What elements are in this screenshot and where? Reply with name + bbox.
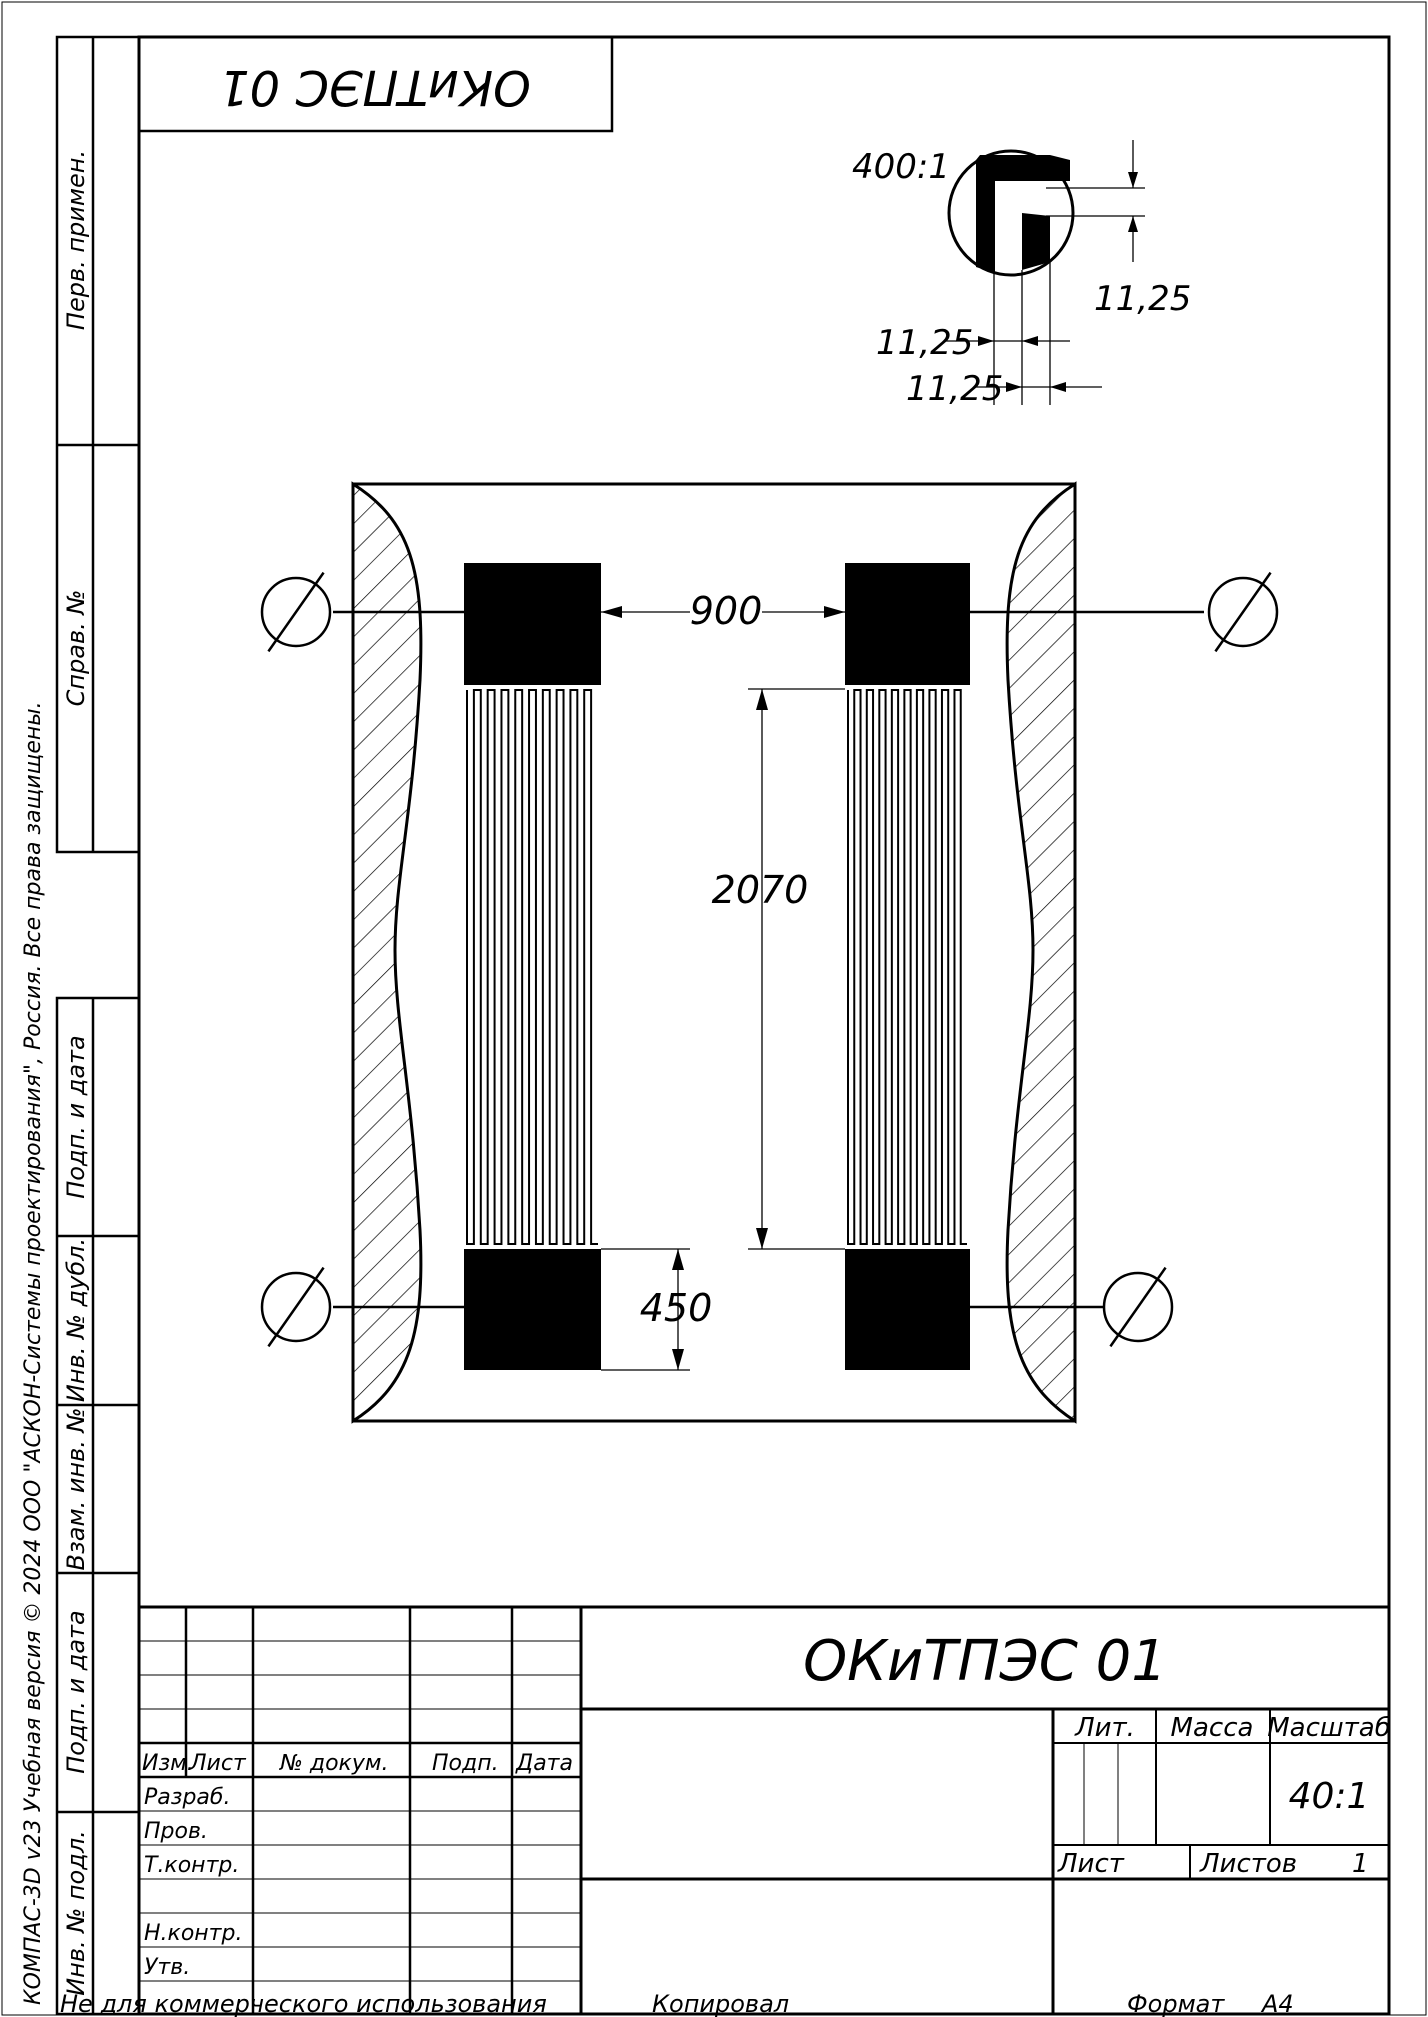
- left-margin-columns: [55, 35, 141, 2016]
- copyright-notice: КОМПАС-3D v23 Учебная версия © 2024 ООО …: [21, 701, 46, 2005]
- meander-left: [466, 689, 598, 1245]
- dim-length-text: 2070: [712, 868, 809, 912]
- izm-header: Изм.: [142, 1751, 194, 1776]
- listov-value: 1: [1352, 1849, 1369, 1879]
- not-commercial-note: Не для коммерческого использования: [60, 1990, 547, 2017]
- contact-pad-bottom-right: [845, 1249, 970, 1370]
- podp-data-label-1: Подп. и дата: [62, 1035, 90, 1199]
- detail-dim-right: 11,25: [1094, 279, 1191, 319]
- prov-label: Пров.: [144, 1819, 208, 1844]
- massa-header: Масса: [1171, 1713, 1254, 1743]
- meander-trace: [466, 689, 598, 1245]
- podp-data-label-2: Подп. и дата: [62, 1610, 90, 1774]
- vzam-inv-no-label: Взам. инв. №: [62, 1408, 90, 1571]
- title-block: ОКиТПЭС 01 Изм. Лист № докум. Подп. Дата…: [139, 1605, 1391, 2014]
- no-dokum-header: № докум.: [279, 1751, 388, 1776]
- razrab-label: Разраб.: [144, 1785, 230, 1810]
- sprav-no-label: Справ. №: [62, 590, 90, 707]
- list-header: Лист: [189, 1751, 247, 1776]
- utv-label: Утв.: [144, 1955, 190, 1980]
- detail-scale-label: 400:1: [852, 147, 950, 187]
- right-hatched-edge: [1005, 481, 1077, 1424]
- dimension-gap: 900: [601, 589, 845, 633]
- contact-pad-top-left: [464, 563, 601, 685]
- dim-pad-text: 450: [640, 1286, 713, 1330]
- perv-primen-label: Перв. примен.: [62, 150, 90, 330]
- terminal-bottom-right: [1102, 1266, 1174, 1348]
- terminal-bottom-left: [260, 1266, 332, 1348]
- data-header: Дата: [515, 1751, 573, 1776]
- format-label: Формат: [1127, 1990, 1225, 2017]
- dimension-length: 2070: [712, 688, 845, 1250]
- contact-pad-bottom-left: [464, 1249, 601, 1370]
- left-hatched-edge: [351, 481, 423, 1424]
- main-view: 900 2070 450: [260, 481, 1279, 1424]
- meander-trace: [847, 689, 967, 1245]
- n-kontr-label: Н.контр.: [144, 1921, 242, 1946]
- lit-header: Лит.: [1074, 1713, 1135, 1743]
- title-designation: ОКиТПЭС 01: [803, 1629, 1167, 1694]
- inv-no-dubl-label: Инв. № дубл.: [62, 1238, 90, 1402]
- detail-dim-bottom-2: 11,25: [906, 369, 1003, 409]
- contact-pad-top-right: [845, 563, 970, 685]
- top-designation-text: ОКиТПЭС 01: [219, 59, 531, 115]
- inv-no-podl-label: Инв. № подл.: [62, 1830, 90, 1996]
- t-kontr-label: Т.контр.: [144, 1853, 239, 1878]
- masshtab-header: Масштаб: [1267, 1713, 1391, 1743]
- dim-gap-text: 900: [690, 589, 763, 633]
- top-designation-box: [137, 35, 614, 133]
- format-value: А4: [1260, 1990, 1294, 2017]
- scale-value: 40:1: [1289, 1776, 1370, 1817]
- detail-view: 400:1 11,25 11,25 11,25: [852, 140, 1191, 409]
- terminal-top-left: [260, 571, 332, 653]
- meander-right: [847, 689, 967, 1245]
- podp-header: Подп.: [432, 1751, 499, 1776]
- list-label: Лист: [1057, 1849, 1125, 1879]
- detail-dim-bottom-1: 11,25: [876, 323, 973, 363]
- listov-label: Листов: [1199, 1849, 1297, 1879]
- kopiroval-label: Копировал: [652, 1990, 789, 2017]
- dimension-pad: 450: [601, 1248, 713, 1371]
- terminal-top-right: [1207, 571, 1279, 653]
